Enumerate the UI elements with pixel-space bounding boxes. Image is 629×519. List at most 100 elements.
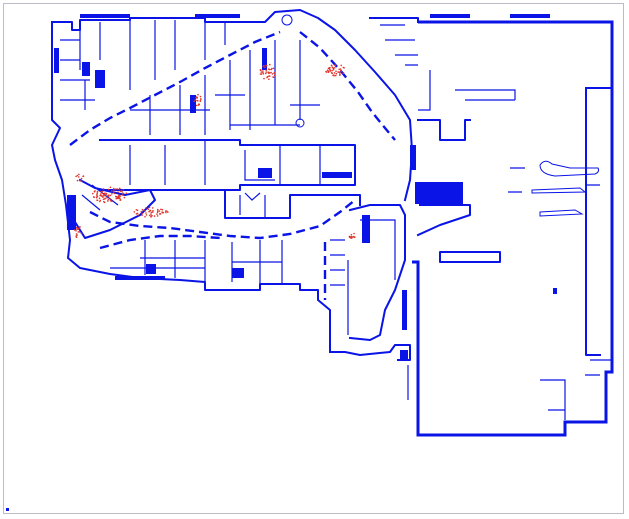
trajectory-point (96, 195, 99, 198)
trajectory-point (268, 75, 271, 77)
trajectory-point (79, 226, 81, 229)
trajectory-point (96, 194, 98, 196)
trajectory-point (353, 232, 355, 235)
trajectory-point (150, 211, 153, 214)
trajectory-point (156, 215, 159, 217)
trajectory-point (119, 197, 121, 200)
trajectory-point (353, 236, 356, 238)
trajectory-point (335, 70, 337, 72)
trajectory-point (265, 71, 268, 73)
trajectory-point (102, 188, 105, 190)
trajectory-point (103, 194, 106, 196)
trajectory-point (197, 100, 199, 102)
trajectory-point (342, 66, 345, 69)
trajectory-point (157, 208, 159, 211)
trajectory-point (122, 189, 125, 191)
trajectory-point (342, 72, 345, 74)
trajectory-point (99, 193, 102, 195)
trajectory-point (339, 73, 341, 76)
trajectory-point (271, 67, 273, 70)
trajectory-point (144, 210, 146, 212)
trajectory-point (272, 76, 275, 78)
trajectory-point (111, 193, 113, 195)
trajectory-point (117, 197, 119, 199)
trajectory-point (335, 72, 338, 75)
trajectory-point (269, 63, 271, 66)
trajectory-point (195, 97, 197, 99)
trajectory-point (148, 214, 151, 217)
trajectory-point (118, 188, 120, 191)
trajectory-point (325, 70, 327, 73)
trajectory-point (151, 211, 154, 213)
trajectory-point (117, 191, 119, 193)
hall-kiosk-a (539, 160, 600, 177)
trajectory-point (121, 191, 124, 193)
trajectory-point (75, 175, 77, 178)
trajectory-point (259, 69, 262, 71)
trajectory-point (112, 191, 115, 193)
trajectory-point (79, 180, 81, 182)
trajectory-point (340, 64, 343, 67)
trajectory-point (101, 196, 104, 198)
trajectory-point (145, 212, 147, 214)
trajectory-point (142, 209, 145, 212)
trajectory-point (92, 192, 94, 195)
trajectory-point (196, 97, 199, 99)
trajectory-point (82, 175, 85, 177)
trajectory-point (80, 177, 83, 180)
trajectory-point (153, 215, 156, 217)
trajectory-point (137, 214, 139, 216)
trajectory-point (156, 213, 158, 215)
trajectory-point (333, 72, 336, 74)
trajectory-point (262, 73, 265, 75)
trajectory-point (144, 216, 146, 218)
trajectory-point (195, 104, 198, 107)
trajectory-point (199, 95, 202, 98)
trajectory-point (80, 180, 83, 183)
trajectory-point (147, 208, 150, 210)
trajectory-point (273, 72, 275, 74)
trajectory-point (140, 210, 143, 213)
trajectory-point (76, 179, 79, 182)
trajectory-point (193, 100, 195, 102)
mall-right-wing (369, 17, 614, 437)
trajectory-point (268, 78, 270, 80)
trajectory-point (148, 206, 151, 209)
trajectory-point (136, 209, 139, 212)
trajectory-point (75, 233, 78, 235)
trajectory-point (141, 208, 144, 211)
trajectory-point (152, 207, 154, 209)
trajectory-point (77, 231, 79, 233)
trajectory-point (266, 76, 269, 78)
trajectory-point (265, 72, 267, 75)
trajectory-point (156, 211, 159, 213)
trajectory-point (152, 209, 154, 212)
trajectory-point (167, 211, 169, 213)
trajectory-point (101, 190, 104, 193)
trajectory-point (151, 214, 153, 217)
trajectory-point (337, 71, 339, 73)
trajectory-point (125, 192, 128, 194)
trajectory-point (77, 228, 79, 231)
trajectory-point (133, 211, 136, 213)
trajectory-point (158, 210, 161, 212)
trajectory-point (105, 192, 108, 195)
trajectory-point (334, 64, 336, 66)
trajectory-point (263, 77, 265, 80)
trajectory-point (73, 229, 76, 231)
trajectory-point (260, 71, 263, 73)
trajectory-point (348, 236, 351, 238)
trajectory-point (165, 211, 167, 214)
trajectory-point (104, 198, 106, 200)
trajectory-point (200, 98, 202, 100)
hall-kiosk-c (539, 209, 584, 217)
trajectory-point (160, 208, 162, 211)
trajectory-point (101, 192, 104, 195)
trajectory-point (150, 213, 152, 215)
trajectory-point (100, 190, 102, 193)
trajectory-point (109, 194, 112, 197)
trajectory-point (267, 71, 269, 73)
trajectory-point (334, 74, 337, 77)
trajectory-point (327, 70, 330, 72)
